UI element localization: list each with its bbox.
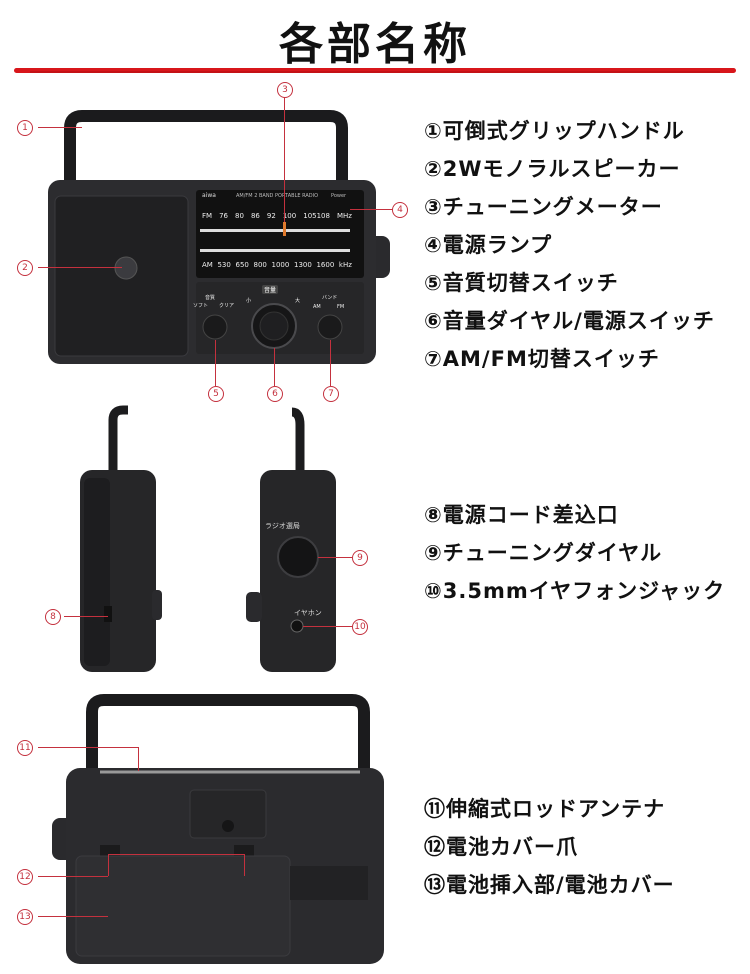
part-label: ②2Wモノラルスピーカー xyxy=(424,157,681,181)
part-label: ⑤音質切替スイッチ xyxy=(424,271,619,295)
callout-7: 7 xyxy=(323,386,339,402)
fm-scale-tick: 100 xyxy=(282,212,297,220)
power-cord-inlet xyxy=(104,606,112,622)
right-side-view xyxy=(246,407,336,672)
tone-clear-label: クリア xyxy=(219,303,235,309)
part-label: ⑬電池挿入部/電池カバー xyxy=(424,873,675,897)
am-scale-label: AM xyxy=(202,261,213,269)
callout-line xyxy=(38,876,108,877)
earphone-label: イヤホン xyxy=(294,609,322,617)
am-scale-tick: 650 xyxy=(235,261,249,269)
part-label: ①可倒式グリップハンドル xyxy=(424,119,685,143)
tuning-dial-label: ラジオ選局 xyxy=(265,522,300,530)
callout-4: 4 xyxy=(392,202,408,218)
callout-line xyxy=(138,747,139,771)
callout-line xyxy=(38,747,138,748)
left-side-view xyxy=(80,405,162,672)
speaker-center xyxy=(114,256,138,280)
callout-line xyxy=(108,854,244,855)
callout-8: 8 xyxy=(45,609,61,625)
am-scale-tick: 1000 xyxy=(271,261,290,269)
callout-1: 1 xyxy=(17,120,33,136)
part-label: ⑩3.5mmイヤフォンジャック xyxy=(424,579,726,603)
tone-soft-label: ソフト xyxy=(193,303,209,309)
back-view xyxy=(52,694,384,964)
am-scale-tick: 1300 xyxy=(293,261,312,269)
band-am-label: AM xyxy=(313,304,321,310)
am-scale-tick: 530 xyxy=(217,261,231,269)
volume-min-label: 小 xyxy=(246,298,252,304)
power-text: Power xyxy=(331,193,347,199)
callout-line xyxy=(303,626,352,627)
callout-5: 5 xyxy=(208,386,224,402)
fm-scale-tick: 105108 xyxy=(303,212,330,220)
part-label: ⑨チューニングダイヤル xyxy=(424,541,663,565)
am-scale-tick: 1600 xyxy=(316,261,335,269)
callout-line xyxy=(350,209,393,210)
parts-list-side: ⑧電源コード差込口 ⑨チューニングダイヤル ⑩3.5mmイヤフォンジャック xyxy=(424,496,725,610)
part-label: ④電源ランプ xyxy=(424,233,553,257)
callout-6: 6 xyxy=(267,386,283,402)
callout-9: 9 xyxy=(352,550,368,566)
callout-line xyxy=(274,348,275,386)
front-handle xyxy=(64,110,348,180)
earphone-jack xyxy=(290,619,304,633)
tone-knob xyxy=(202,314,228,340)
parts-list-front: ①可倒式グリップハンドル ②2Wモノラルスピーカー ③チューニングメーター ④電… xyxy=(424,112,715,378)
model-text: AM/FM 2 BAND PORTABLE RADIO xyxy=(236,193,319,199)
part-label: ⑫電池カバー爪 xyxy=(424,835,578,859)
callout-line xyxy=(330,340,331,386)
tuning-meter-panel xyxy=(196,190,364,278)
callout-line xyxy=(318,557,352,558)
callout-13: 13 xyxy=(17,909,33,925)
fm-scale-tick: 86 xyxy=(250,212,260,220)
callout-line xyxy=(244,854,245,876)
title-underline xyxy=(14,68,736,73)
am-scale-tick: 800 xyxy=(253,261,267,269)
page-title: 各部名称 xyxy=(279,19,471,70)
callout-11: 11 xyxy=(17,740,33,756)
brand-logo: aiwa xyxy=(202,192,216,199)
title-underline-shadow xyxy=(30,71,720,73)
volume-label: 音量 xyxy=(262,285,279,294)
volume-max-label: 大 xyxy=(295,298,301,304)
am-scale: AM 530 650 800 1000 1300 1600 kHz xyxy=(202,261,352,269)
part-label: ⑪伸縮式ロッドアンテナ xyxy=(424,797,666,821)
tuning-dial xyxy=(277,536,319,578)
fm-scale-tick: 80 xyxy=(235,212,244,220)
part-label: ⑦AM/FM切替スイッチ xyxy=(424,347,660,371)
callout-line xyxy=(284,96,285,222)
part-label: ⑥音量ダイヤル/電源スイッチ xyxy=(424,309,715,333)
fm-scale-label: FM xyxy=(202,212,213,220)
callout-line xyxy=(64,616,108,617)
callout-line xyxy=(38,267,122,268)
callout-12: 12 xyxy=(17,869,33,885)
fm-scale: FM 76 80 86 92 100 105108 MHz xyxy=(202,212,352,220)
callout-line xyxy=(38,127,82,128)
part-label: ⑧電源コード差込口 xyxy=(424,503,619,527)
callout-line xyxy=(38,916,108,917)
tone-label: 音質 xyxy=(205,295,216,301)
callout-line xyxy=(108,854,109,876)
am-scale-unit: kHz xyxy=(338,261,352,269)
fm-scale-tick: 92 xyxy=(266,212,276,220)
callout-line xyxy=(215,340,216,386)
callout-10: 10 xyxy=(352,619,368,635)
fm-scale-unit: MHz xyxy=(336,212,352,220)
callout-2: 2 xyxy=(17,260,33,276)
callout-3: 3 xyxy=(277,82,293,98)
part-label: ③チューニングメーター xyxy=(424,195,663,219)
band-fm-label: FM xyxy=(337,304,345,310)
battery-cover xyxy=(75,855,291,957)
parts-list-back: ⑪伸縮式ロッドアンテナ ⑫電池カバー爪 ⑬電池挿入部/電池カバー xyxy=(424,790,675,904)
tuning-pointer xyxy=(283,222,286,236)
band-label: バンド xyxy=(322,295,338,301)
fm-scale-tick: 76 xyxy=(219,212,229,220)
band-knob xyxy=(317,314,343,340)
